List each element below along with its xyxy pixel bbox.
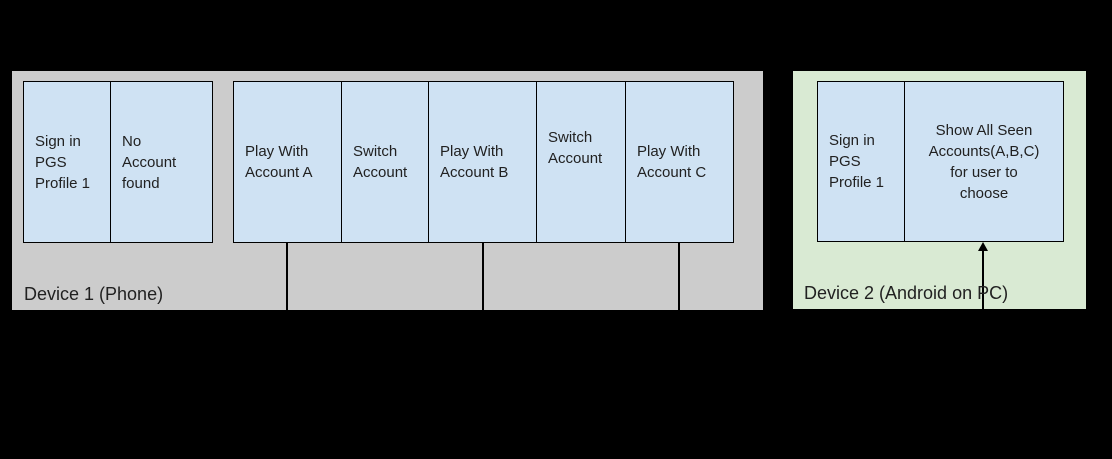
box-sign-in-pgs-profile1-device2: Sign in PGS Profile 1 xyxy=(817,81,905,242)
device2-label: Device 2 (Android on PC) xyxy=(804,283,1009,303)
connector-line-account-a xyxy=(286,243,288,310)
box-label: Switch Account xyxy=(353,143,408,181)
box-switch-account-2: Switch Account xyxy=(536,81,626,243)
device1-signin-group: Sign in PGS Profile 1 No Account found xyxy=(23,81,213,243)
box-label: Sign in PGS Profile 1 xyxy=(35,132,91,192)
arrow-up-head xyxy=(978,242,988,251)
device1-container: Sign in PGS Profile 1 No Account found P… xyxy=(12,71,763,310)
device2-box-group: Sign in PGS Profile 1 Show All Seen Acco… xyxy=(817,81,1064,242)
box-label: Play With Account B xyxy=(440,143,509,181)
device2-container: Sign in PGS Profile 1 Show All Seen Acco… xyxy=(793,71,1086,309)
arrow-up-line xyxy=(982,249,984,309)
box-label: Show All Seen Accounts(A,B,C) for user t… xyxy=(928,121,1040,202)
box-sign-in-pgs-profile1: Sign in PGS Profile 1 xyxy=(23,81,111,243)
box-no-account-found: No Account found xyxy=(110,81,213,243)
box-play-with-account-c: Play With Account C xyxy=(625,81,734,243)
connector-line-account-b xyxy=(482,243,484,310)
box-label: Play With Account C xyxy=(637,143,707,181)
box-play-with-account-b: Play With Account B xyxy=(428,81,537,243)
box-show-all-seen-accounts: Show All Seen Accounts(A,B,C) for user t… xyxy=(904,81,1064,242)
box-switch-account-1: Switch Account xyxy=(341,81,429,243)
box-play-with-account-a: Play With Account A xyxy=(233,81,342,243)
box-label: No Account found xyxy=(122,132,177,192)
device1-flow-group: Play With Account A Switch Account Play … xyxy=(233,81,734,243)
box-label: Switch Account xyxy=(548,129,603,167)
connector-line-account-c xyxy=(678,243,680,310)
box-label: Play With Account A xyxy=(245,143,313,181)
box-label: Sign in PGS Profile 1 xyxy=(829,132,885,191)
device1-label: Device 1 (Phone) xyxy=(24,284,164,304)
